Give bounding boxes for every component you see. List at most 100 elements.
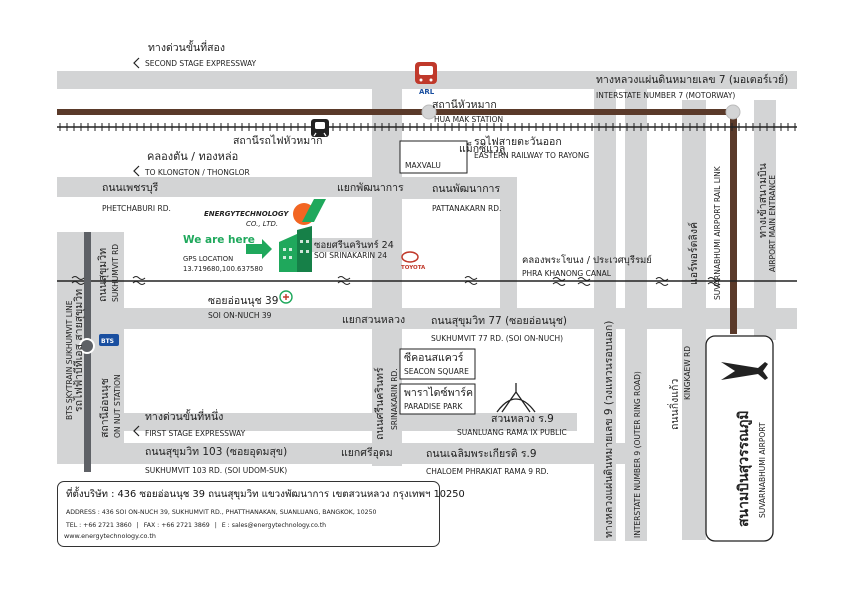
chevron-left-icon: [133, 425, 140, 437]
maxvalu-en: MAXVALU: [405, 161, 441, 170]
bts-badge: BTS: [101, 338, 114, 345]
bts-line-th: รถไฟฟ้าบีทีเอส สายสุขุมวิท: [72, 289, 85, 412]
onnut-station-th: สถานีอ่อนนุช: [98, 378, 111, 438]
rama9-park-th: สวนหลวง ร.9: [491, 413, 554, 425]
motorway7-en: INTERSTATE NUMBER 7 (MOTORWAY): [596, 91, 735, 100]
canal-wave-icon: [552, 277, 566, 281]
chaloem-en: CHALOEM PHRAKIAT RAMA 9 RD.: [426, 467, 549, 476]
canal-waves: [71, 276, 721, 286]
expressway2-th: ทางด่วนขั้นที่สอง: [148, 40, 225, 54]
road-srinakarin: [372, 71, 402, 466]
road-chaloem-phrakiat: [402, 443, 597, 464]
airplane-icon: [721, 362, 768, 380]
railway-track: [57, 126, 797, 282]
hua-mak-station-dot: [421, 104, 437, 120]
bts-logo-icon: [99, 334, 119, 346]
sukhumvit-rd-th: ถนนสุขุมวิท: [97, 248, 109, 302]
expressway2-en: SECOND STAGE EXPRESSWAY: [145, 59, 257, 68]
klongton-th: คลองตัน / ทองหล่อ: [147, 150, 238, 163]
railway-eastern: [57, 104, 741, 334]
park-pavilion-icon: [496, 383, 536, 413]
road-outer-ring-b: [625, 71, 647, 541]
outer-ring-th: ทางหลวงแผ่นดินหมายเลข 9 (วงแหวนรอบนอก): [603, 321, 615, 538]
address-th: ที่ตั้งบริษัท : 436 ซอยอ่อนนุช 39 ถนนสุข…: [66, 489, 465, 500]
road-pattanakarn-vertical: [500, 180, 517, 310]
phetchaburi-en: PHETCHABURI RD.: [102, 204, 171, 213]
we-are-here-label: We are here: [183, 234, 255, 246]
airport-box: [705, 335, 774, 542]
eastern-railway-en: EASTERN RAILWAY TO RAYONG: [474, 151, 589, 160]
airport-entrance-th: ทางเข้าสนามบิน: [757, 163, 769, 238]
pattanakarn-th: ถนนพัฒนาการ: [432, 183, 500, 195]
arrow-right-icon: [246, 239, 272, 259]
airport-rail-link-line: [730, 112, 737, 334]
chevron-left-icon: [133, 57, 140, 69]
canal-wave-icon: [655, 277, 669, 281]
fax-text: FAX : +66 2721 3869: [143, 522, 210, 529]
airport-link-en: SUVARNABHUMI AIRPORT RAIL LINK: [713, 165, 722, 300]
email-link[interactable]: E : sales@energytechnology.co.th: [221, 522, 327, 529]
sukhumvit103-th: ถนนสุขุมวิท 103 (ซอยอุดมสุข): [145, 446, 287, 458]
klongton-en: TO KLONGTON / THONGLOR: [144, 168, 250, 177]
company-name-1: ENERGYTECHNOLOGY: [204, 210, 289, 218]
road-outer-ring-a: [594, 71, 616, 541]
canal-wave-icon: [132, 281, 146, 285]
srinakarin24-th: ซอยศรีนครินทร์ 24: [314, 239, 394, 251]
expressway1-th: ทางด่วนขั้นที่หนึ่ง: [145, 409, 223, 423]
eastern-railway-th: รถไฟสายตะวันออก: [474, 135, 562, 148]
road-kingkaew: [682, 100, 706, 540]
company-logo-slash: [302, 199, 326, 222]
road-soi-srinakarin-24: [300, 238, 372, 252]
company-building-icon: [279, 226, 312, 272]
suanluang-junction-th: แยกสวนหลวง: [342, 314, 405, 326]
canal-wave-icon: [552, 282, 566, 286]
canal-wave-icon: [577, 282, 591, 286]
address-en: ADDRESS : 436 SOI ON-NUCH 39, SUKHUMVIT …: [66, 509, 377, 516]
canal-wave-icon: [337, 281, 351, 285]
toyota-logo-icon: [401, 251, 419, 263]
train-station-icon: [311, 119, 329, 137]
canal-wave-icon: [655, 282, 669, 286]
srinakarin-rd-en: SRINAKARIN RD.: [390, 368, 399, 430]
pattanakarn-junction-th: แยกพัฒนาการ: [337, 182, 404, 194]
website-link[interactable]: www.energytechnology.co.th: [64, 532, 156, 540]
eastern-railway-line: [57, 109, 737, 115]
canal-wave-icon: [577, 277, 591, 281]
airport-link-junction-dot: [725, 104, 741, 120]
kingkaew-th: ถนนกิ่งแก้ว: [667, 379, 681, 430]
contact-info-box: ที่ตั้งบริษัท : 436 ซอยอ่อนนุช 39 ถนนสุข…: [57, 481, 465, 547]
paradise-en: PARADISE PARK: [404, 402, 463, 411]
paradise-box: [399, 383, 476, 415]
maxvalu-th: แม็กซ์แวลู: [459, 141, 505, 155]
canal-wave-icon: [707, 277, 721, 281]
outer-ring-en: INTERSTATE NUMBER 9 (OUTER RING ROAD): [633, 371, 642, 538]
gps-value: 13.719680,100.637580: [183, 265, 263, 273]
phetchaburi-th: ถนนเพชรบุรี: [102, 181, 159, 194]
company-name-2: CO., LTD.: [246, 220, 278, 228]
phra-khanong-th: คลองพระโขนง / ประเวศบุรีรมย์: [522, 254, 652, 266]
airport-en: SUVARNABHUMI AIRPORT: [758, 422, 767, 518]
rama9-park-en: SUANLUANG RAMA IX PUBLIC: [457, 428, 567, 437]
pattanakarn-en: PATTANAKARN RD.: [432, 204, 501, 213]
road-first-stage-expressway: [57, 413, 577, 431]
canal-wave-icon: [71, 276, 85, 280]
sriudom-junction-th: แยกศรีอุดม: [341, 446, 393, 459]
chevron-left-icon: [133, 165, 140, 177]
seacon-en: SEACON SQUARE: [404, 367, 469, 376]
sukhumvit-rd-en: SUKHUMVIT RD: [111, 244, 120, 302]
huamak-train-th: สถานีรถไฟหัวหมาก: [233, 134, 322, 147]
arl-badge: ARL: [419, 88, 435, 96]
arl-train-icon: [415, 62, 437, 84]
contact-line: TEL : +66 2721 3860|FAX : +66 2721 3869|…: [66, 522, 327, 529]
phra-khanong-en: PHRA KHANONG CANAL: [522, 269, 612, 278]
sukhumvit77-th: ถนนสุขุมวิท 77 (ซอยอ่อนนุช): [431, 315, 567, 327]
canal-wave-icon: [707, 282, 721, 286]
bts-skytrain-line: [79, 232, 95, 472]
sukhumvit103-en: SUKHUMVIT 103 RD. (SOI UDOM-SUK): [145, 466, 287, 475]
airport-entrance-en: AIRPORT MAIN ENTRANCE: [768, 175, 777, 272]
srinakarin24-en: SOI SRINAKARIN 24: [314, 251, 387, 260]
road-pattanakarn: [402, 180, 517, 199]
company-logo: [293, 199, 326, 225]
road-airport-entrance: [754, 100, 776, 340]
